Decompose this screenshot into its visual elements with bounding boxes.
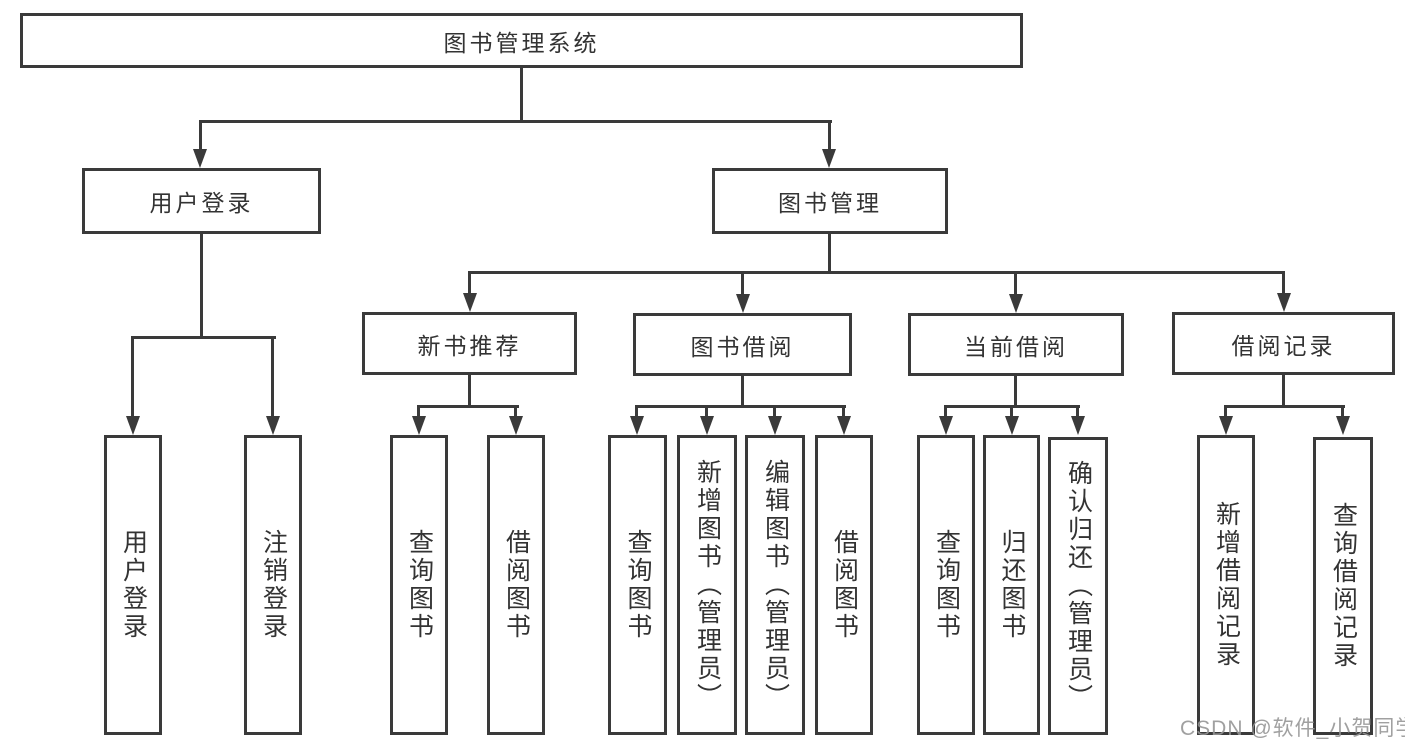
connector-line [199,120,202,151]
arrow-down-icon [509,416,523,435]
arrow-down-icon [700,416,714,435]
connector-line [1282,271,1285,295]
connector-line [1341,405,1344,418]
arrow-down-icon [1277,293,1291,312]
connector-line [418,405,519,408]
connector-line [741,271,744,295]
connector-line [1224,405,1345,408]
connector-line [842,405,845,418]
arrow-down-icon [939,416,953,435]
leaf-add-borrow-record: 新增借阅记录 [1197,435,1255,735]
connector-line [200,120,832,123]
connector-line [468,375,471,407]
connector-line [773,405,776,418]
leaf-query-books-current: 查询图书 [917,435,975,735]
connector-line [705,405,708,418]
node-library-management-system: 图书管理系统 [20,13,1023,68]
arrow-down-icon [630,416,644,435]
node-user-login: 用户登录 [82,168,321,234]
connector-line [131,336,134,417]
arrow-down-icon [837,416,851,435]
connector-line [1224,405,1227,418]
leaf-query-books-recommend: 查询图书 [390,435,448,735]
connector-line [1014,376,1017,407]
connector-line [469,271,1285,274]
csdn-watermark: CSDN @软件_小贺同学 [1180,717,1405,740]
connector-line [514,405,517,418]
leaf-edit-book-admin: 编辑图书（管理员） [745,435,805,735]
arrow-down-icon [463,293,477,312]
connector-line [271,336,274,417]
arrow-down-icon [1336,416,1350,435]
connector-line [1076,405,1079,418]
arrow-down-icon [1005,416,1019,435]
connector-line [1014,271,1017,295]
node-book-management: 图书管理 [712,168,948,234]
leaf-add-book-admin: 新增图书（管理员） [677,435,737,735]
arrow-down-icon [266,416,280,435]
connector-line [468,271,471,295]
connector-line [828,120,831,151]
arrow-down-icon [736,294,750,313]
leaf-user-login: 用户登录 [104,435,162,735]
connector-line [520,68,523,122]
connector-line [828,234,831,273]
node-book-borrow: 图书借阅 [633,313,852,376]
node-borrow-records: 借阅记录 [1172,312,1395,375]
connector-line [1010,405,1013,418]
arrow-down-icon [822,149,836,168]
leaf-confirm-return-admin: 确认归还（管理员） [1048,437,1108,735]
arrow-down-icon [193,149,207,168]
arrow-down-icon [1009,294,1023,313]
leaf-borrow-books: 借阅图书 [815,435,873,735]
connector-line [200,234,203,338]
connector-line [636,405,846,408]
node-new-book-recommend: 新书推荐 [362,312,577,375]
leaf-return-books: 归还图书 [983,435,1040,735]
connector-line [132,336,276,339]
arrow-down-icon [1071,416,1085,435]
leaf-logout: 注销登录 [244,435,302,735]
arrow-down-icon [1219,416,1233,435]
leaf-borrow-books-recommend: 借阅图书 [487,435,545,735]
arrow-down-icon [768,416,782,435]
node-current-borrow: 当前借阅 [908,313,1124,376]
connector-line [1282,375,1285,407]
arrow-down-icon [126,416,140,435]
connector-line [417,405,420,418]
connector-line [635,405,638,418]
arrow-down-icon [412,416,426,435]
connector-line [944,405,947,418]
leaf-query-borrow-record: 查询借阅记录 [1313,437,1373,735]
leaf-query-books-borrow: 查询图书 [608,435,667,735]
connector-line [741,376,744,407]
